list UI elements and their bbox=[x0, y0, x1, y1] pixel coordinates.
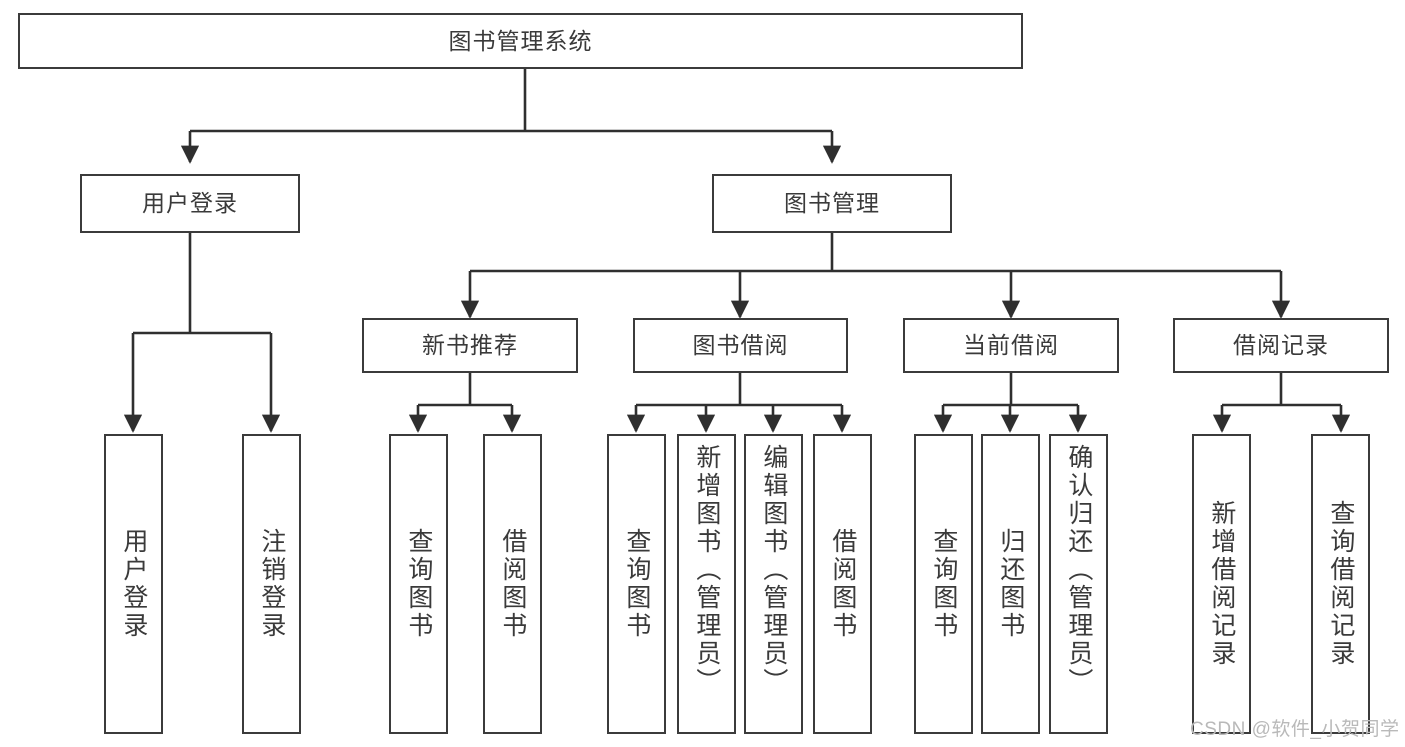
node-label: 图书管理系统 bbox=[448, 27, 593, 54]
node-book-borrow[interactable]: 图书借阅 bbox=[633, 318, 848, 373]
node-leaf-add-book-admin[interactable]: 新增图书（管理员） bbox=[677, 434, 736, 734]
node-leaf-query-book-current[interactable]: 查询图书 bbox=[914, 434, 973, 734]
node-borrow-records[interactable]: 借阅记录 bbox=[1173, 318, 1389, 373]
node-book-management[interactable]: 图书管理 bbox=[712, 174, 952, 233]
node-label: 确认归还（管理员） bbox=[1064, 444, 1093, 696]
node-label: 归还图书 bbox=[996, 528, 1025, 640]
node-label: 借阅图书 bbox=[498, 528, 527, 640]
node-root-system[interactable]: 图书管理系统 bbox=[18, 13, 1023, 69]
node-leaf-query-book-recommend[interactable]: 查询图书 bbox=[389, 434, 448, 734]
node-leaf-return-book[interactable]: 归还图书 bbox=[981, 434, 1040, 734]
node-leaf-add-borrow-record[interactable]: 新增借阅记录 bbox=[1192, 434, 1251, 734]
node-label: 借阅记录 bbox=[1233, 332, 1329, 359]
node-new-book-recommend[interactable]: 新书推荐 bbox=[362, 318, 578, 373]
node-leaf-query-borrow-record[interactable]: 查询借阅记录 bbox=[1311, 434, 1370, 734]
node-label: 查询图书 bbox=[404, 528, 433, 640]
node-label: 注销登录 bbox=[257, 528, 286, 640]
node-label: 编辑图书（管理员） bbox=[759, 444, 788, 696]
node-user-login[interactable]: 用户登录 bbox=[80, 174, 300, 233]
node-label: 图书借阅 bbox=[692, 332, 789, 359]
node-label: 查询图书 bbox=[622, 528, 651, 640]
node-label: 查询借阅记录 bbox=[1326, 500, 1355, 668]
node-leaf-logout-login[interactable]: 注销登录 bbox=[242, 434, 301, 734]
node-leaf-borrow-book[interactable]: 借阅图书 bbox=[813, 434, 872, 734]
node-label: 查询图书 bbox=[929, 528, 958, 640]
node-label: 用户登录 bbox=[119, 528, 148, 640]
node-label: 新增图书（管理员） bbox=[692, 444, 721, 696]
node-leaf-edit-book-admin[interactable]: 编辑图书（管理员） bbox=[744, 434, 803, 734]
node-label: 图书管理 bbox=[784, 190, 880, 217]
node-leaf-borrow-book-recommend[interactable]: 借阅图书 bbox=[483, 434, 542, 734]
node-label: 新书推荐 bbox=[422, 332, 518, 359]
node-label: 当前借阅 bbox=[963, 332, 1059, 359]
node-label: 借阅图书 bbox=[828, 528, 857, 640]
node-leaf-user-login[interactable]: 用户登录 bbox=[104, 434, 163, 734]
node-label: 用户登录 bbox=[142, 190, 238, 217]
node-label: 新增借阅记录 bbox=[1207, 500, 1236, 668]
node-leaf-query-book-borrow[interactable]: 查询图书 bbox=[607, 434, 666, 734]
node-leaf-confirm-return-admin[interactable]: 确认归还（管理员） bbox=[1049, 434, 1108, 734]
node-current-borrow[interactable]: 当前借阅 bbox=[903, 318, 1119, 373]
